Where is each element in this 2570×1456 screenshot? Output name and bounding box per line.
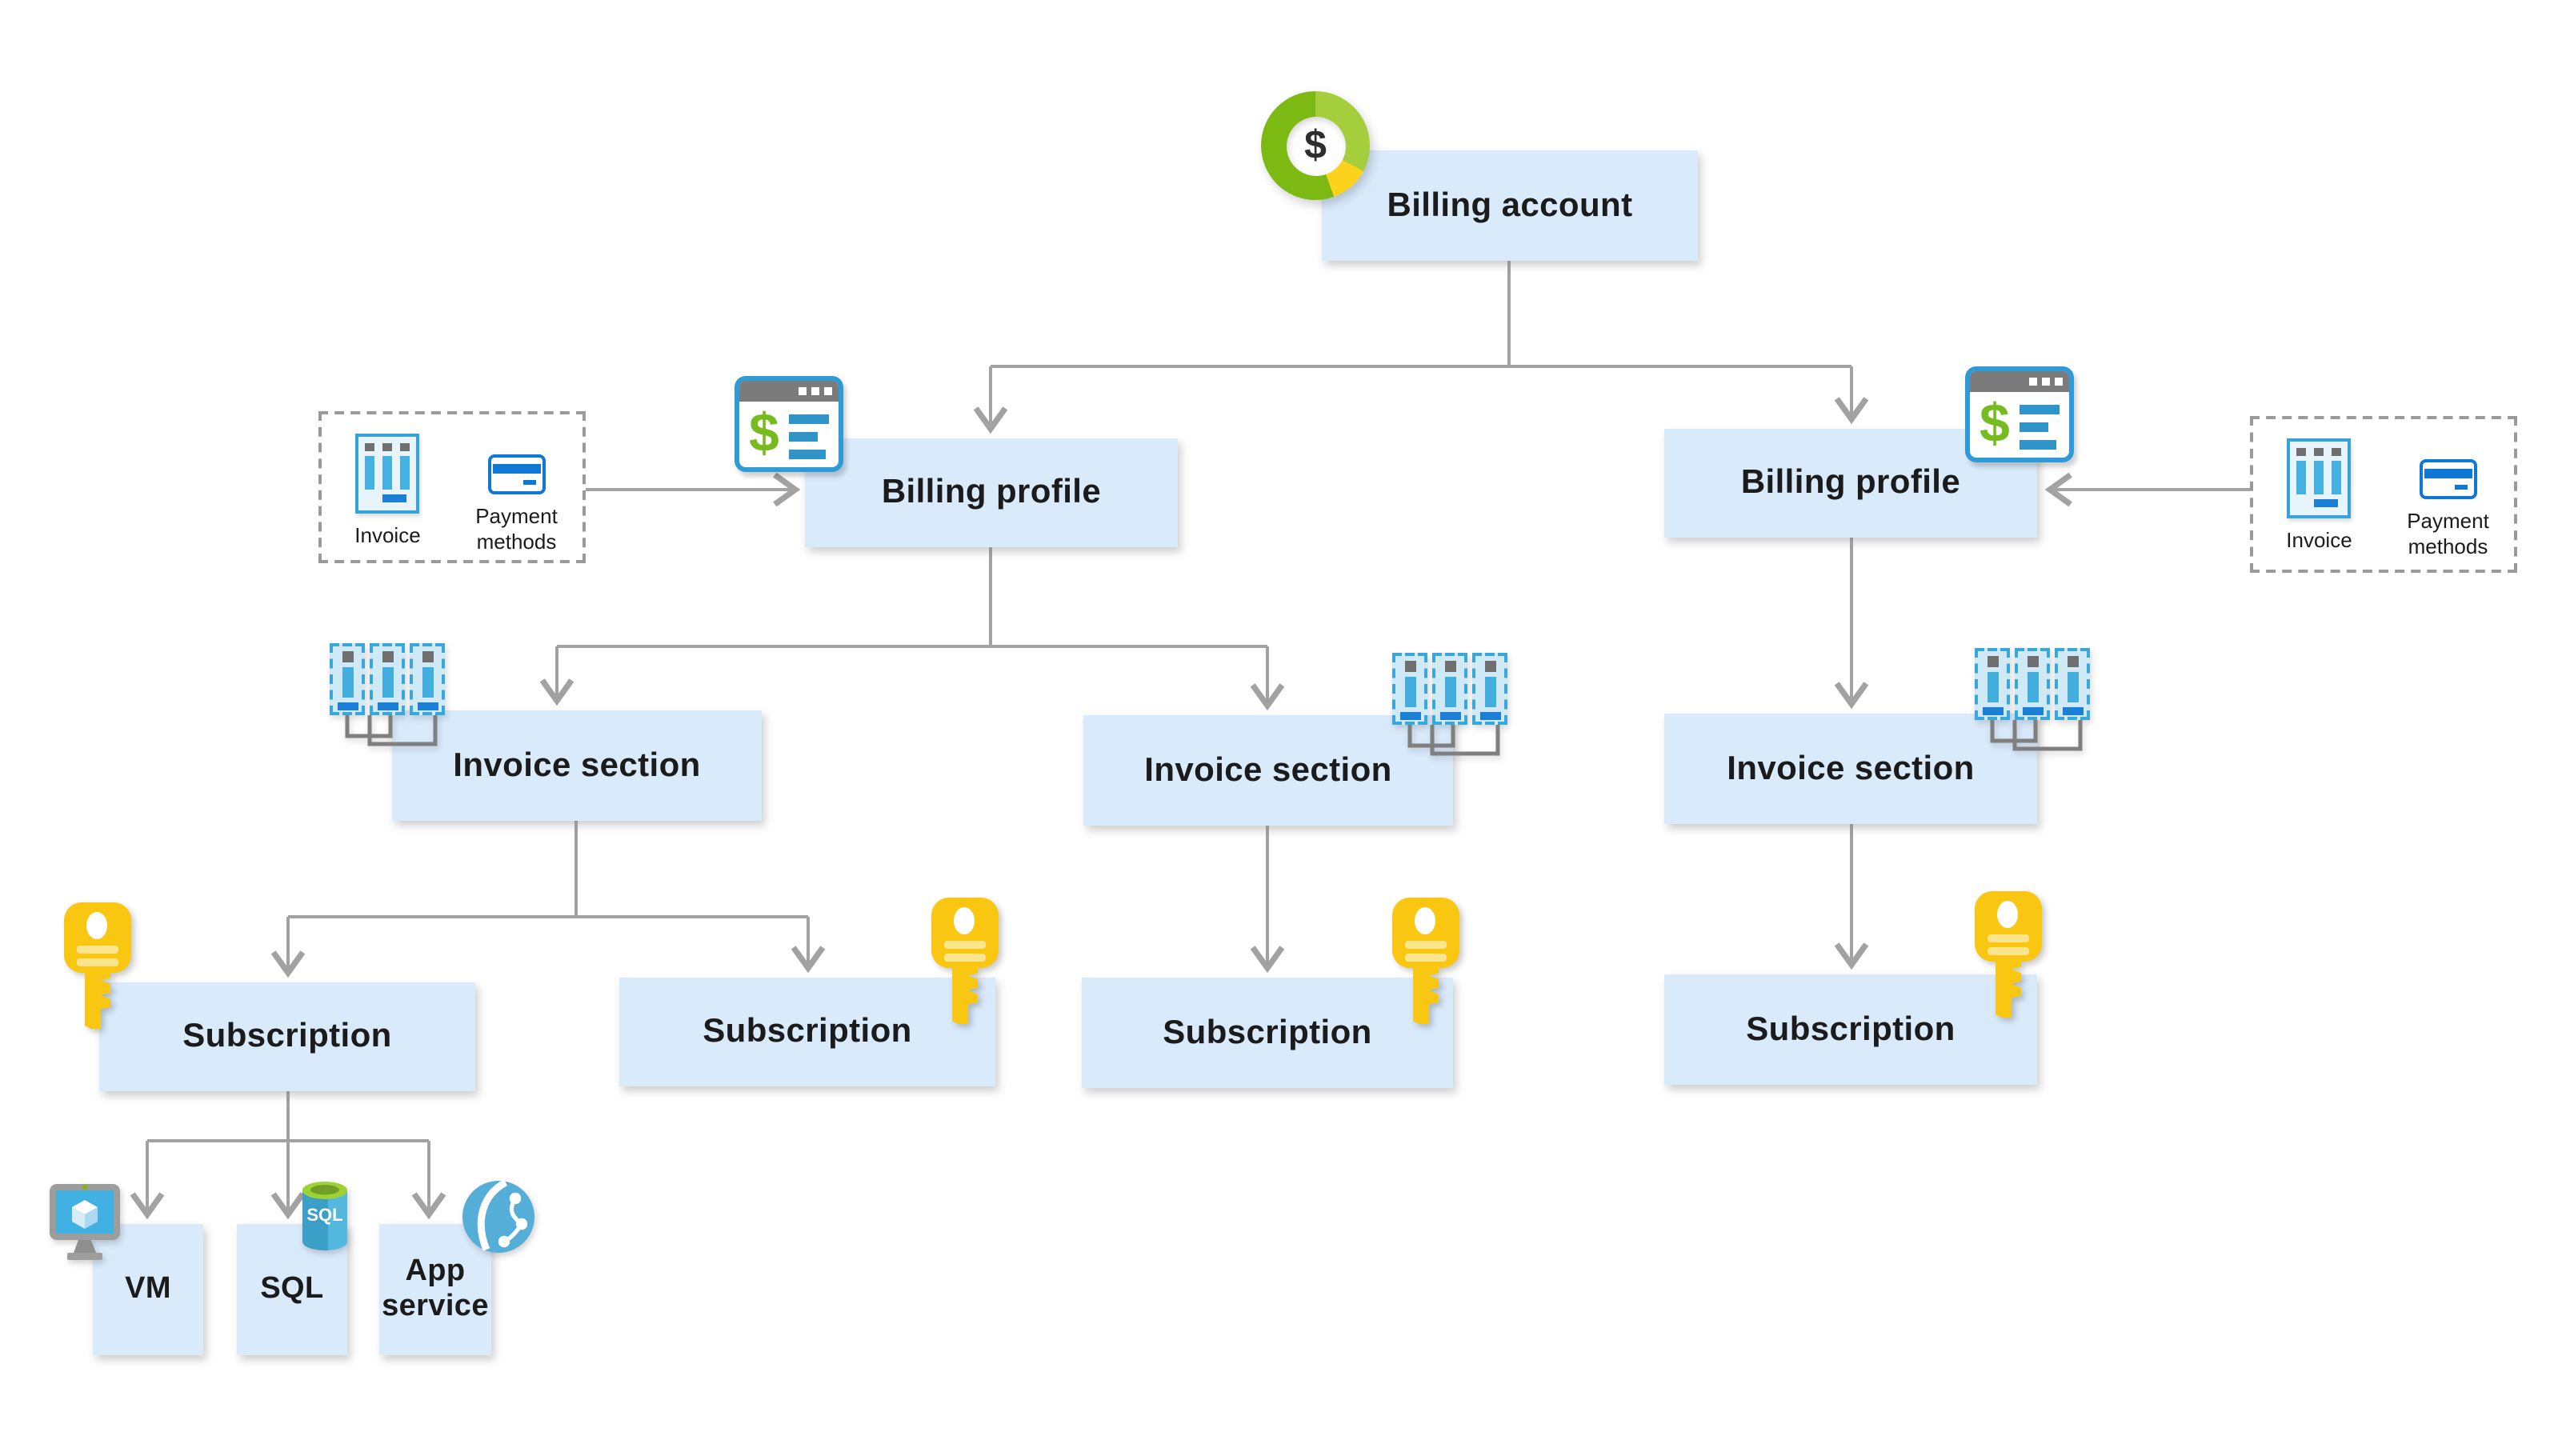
billing-profile-icon: $ [735, 376, 843, 472]
invoice-label: Invoice [2286, 528, 2352, 552]
dollar-glyph: $ [1304, 122, 1327, 167]
payment-methods-icon [487, 454, 546, 494]
payment-methods-item: Payment methods [460, 434, 573, 556]
invoice-section-middle-node: Invoice section [1083, 715, 1453, 826]
subscription-3-node: Subscription [1082, 978, 1453, 1088]
subscription-label: Subscription [1746, 1010, 1956, 1047]
dollar-glyph: $ [749, 403, 779, 464]
invoice-item: Invoice [331, 434, 444, 550]
key-icon [64, 902, 154, 1030]
app-service-globe-icon [462, 1179, 534, 1253]
invoice-payment-group-left: Invoice Payment methods [318, 411, 586, 563]
app-service-node: App service [379, 1224, 491, 1355]
key-icon [1392, 898, 1482, 1026]
billing-profile-label: Billing profile [881, 474, 1102, 510]
billing-profile-left-node: Billing profile [805, 438, 1178, 547]
sql-label: SQL [260, 1272, 324, 1306]
invoice-icon [355, 434, 420, 514]
invoice-payment-group-right: Invoice Payment methods [2250, 416, 2517, 573]
invoice-section-label: Invoice section [1727, 750, 1975, 786]
subscription-2-node: Subscription [619, 978, 995, 1086]
app-service-label: App service [382, 1254, 489, 1323]
subscription-1-node: Subscription [99, 982, 475, 1091]
subscription-label: Subscription [182, 1018, 392, 1054]
invoice-section-slips-icon [1392, 653, 1517, 768]
invoice-section-right-node: Invoice section [1664, 714, 2037, 824]
key-icon [1975, 891, 2064, 1019]
dollar-glyph: $ [1980, 394, 2010, 454]
vm-icon [50, 1184, 120, 1260]
invoice-section-left-node: Invoice section [392, 710, 762, 821]
billing-profile-icon: $ [1965, 366, 2074, 462]
billing-account-donut-icon: $ [1261, 91, 1370, 200]
sql-database-icon: SQL [302, 1182, 347, 1250]
vm-label: VM [125, 1272, 171, 1306]
invoice-item: Invoice [2263, 438, 2376, 554]
subscription-4-node: Subscription [1664, 974, 2037, 1085]
invoice-section-label: Invoice section [1144, 751, 1392, 788]
invoice-section-slips-icon [1975, 648, 2100, 763]
payment-methods-label: Payment methods [475, 504, 558, 554]
billing-profile-label: Billing profile [1740, 464, 1961, 501]
invoice-icon [2287, 438, 2352, 518]
sql-badge-text: SQL [306, 1205, 342, 1225]
subscription-label: Subscription [1163, 1014, 1372, 1050]
payment-methods-item: Payment methods [2392, 438, 2504, 561]
key-icon [931, 898, 1021, 1026]
invoice-section-slips-icon [330, 643, 454, 758]
billing-account-node: Billing account [1322, 150, 1698, 261]
invoice-section-label: Invoice section [453, 746, 701, 783]
billing-account-label: Billing account [1387, 186, 1633, 223]
vm-node: VM [93, 1224, 203, 1355]
subscription-label: Subscription [703, 1013, 912, 1050]
invoice-label: Invoice [354, 523, 421, 547]
payment-methods-icon [2419, 459, 2477, 499]
payment-methods-label: Payment methods [2407, 509, 2489, 559]
